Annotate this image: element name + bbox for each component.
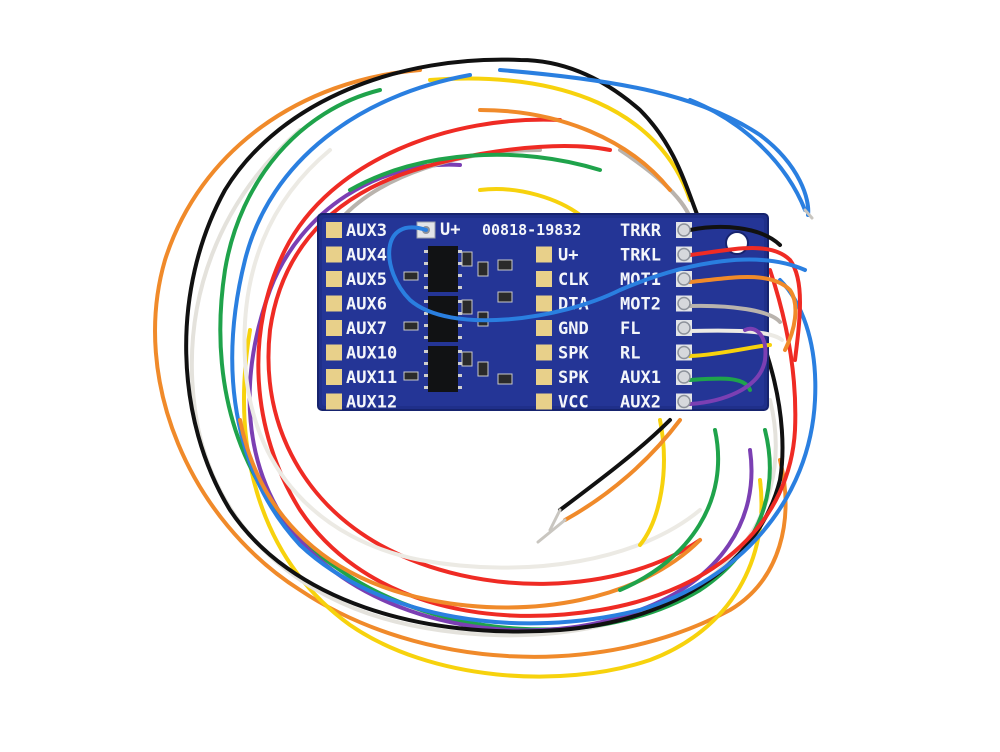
smd-resistor [477, 261, 489, 277]
wire-purple-aux2 [688, 326, 768, 406]
wire-yellow [242, 76, 764, 679]
right-pad-label: FL [620, 319, 640, 339]
serial-number: 00818-19832 [482, 221, 581, 239]
middle-pad-label: U+ [558, 246, 578, 266]
left-pad [326, 271, 342, 287]
right-pad-label: AUX1 [620, 368, 661, 388]
wire-red-inner [266, 144, 702, 586]
smd-resistor [477, 361, 489, 377]
wire-tip-orange [536, 518, 567, 544]
right-pad-label: AUX2 [620, 393, 661, 413]
wire-black-trkr [688, 225, 782, 247]
left-pad-label: AUX7 [346, 319, 387, 339]
smd-resistor [461, 251, 473, 267]
smd-resistor [403, 271, 419, 281]
smd-resistor [497, 373, 513, 385]
smd-resistor [403, 371, 419, 381]
middle-pad-label: GND [558, 319, 589, 339]
solder-joint [677, 296, 691, 311]
middle-pad [536, 271, 552, 287]
left-pad [326, 295, 342, 312]
solder-joint [677, 321, 691, 335]
wire-black-end [558, 418, 672, 512]
wire-orange [153, 68, 788, 659]
wire-blue-end [688, 98, 807, 212]
left-pad-label: AUX5 [346, 270, 387, 290]
middle-pad [536, 246, 552, 263]
smd-resistor [461, 351, 473, 367]
right-pad-label: TRKL [620, 246, 661, 266]
wire-white-inner [242, 148, 702, 570]
solder-joint [677, 370, 691, 384]
ic-chip-3 [428, 346, 458, 392]
wire-tips [536, 208, 814, 544]
solder-joint [677, 223, 691, 237]
solder-joint [677, 394, 691, 409]
right-pad-label: RL [620, 344, 640, 364]
left-pad-label: AUX11 [346, 368, 397, 388]
right-pad-label: TRKR [620, 221, 662, 241]
middle-pad [536, 320, 552, 336]
solder-joint [677, 247, 691, 262]
wire-green-inner [348, 152, 721, 592]
middle-pad-label: SPK [558, 368, 589, 388]
solder-joint [677, 345, 691, 360]
wire-tip-black [548, 508, 562, 532]
wire-blue [230, 68, 818, 626]
middle-pad-label: CLK [558, 270, 589, 290]
wire-tip-blue [803, 208, 814, 220]
left-pad [326, 320, 342, 336]
left-pad [326, 344, 342, 361]
wire-yellow-inner [478, 187, 666, 547]
middle-pad-column [536, 246, 552, 410]
left-pad-label: AUX10 [346, 344, 397, 364]
left-pad-label: AUX3 [346, 221, 387, 241]
ic-chip-1 [428, 246, 458, 292]
middle-pad [536, 344, 552, 361]
smd-resistor [497, 259, 513, 271]
wire-bundle [153, 57, 818, 679]
wire-red-trkl [688, 246, 802, 362]
solder-joint [677, 272, 691, 286]
top-u-plus-label: U+ [440, 220, 460, 240]
wire-blue-uplus [387, 225, 807, 323]
smd-resistor [403, 321, 419, 331]
wire-black [184, 57, 785, 634]
attached-wires [387, 225, 807, 406]
left-pad-column [326, 222, 342, 410]
wire-gray-mot2 [688, 303, 782, 324]
middle-pad-label: VCC [558, 393, 589, 413]
right-pad-label: MOT2 [620, 295, 661, 315]
middle-pad [536, 295, 552, 312]
smd-resistor [461, 299, 473, 315]
components [403, 246, 513, 392]
middle-pad [536, 369, 552, 385]
wire-orange-mot1 [688, 275, 798, 352]
left-pad [326, 393, 342, 410]
left-pad [326, 222, 342, 238]
left-pad-label: AUX6 [346, 295, 387, 315]
wire-orange-end [563, 418, 682, 522]
solder-joints [677, 223, 691, 409]
middle-pad [536, 393, 552, 410]
left-pad [326, 246, 342, 263]
left-pad-label: AUX4 [346, 246, 387, 266]
wire-red [256, 117, 798, 618]
left-pad-label: AUX12 [346, 393, 397, 413]
left-pad [326, 369, 342, 385]
middle-pad-label: SPK [558, 344, 589, 364]
smd-resistor [497, 291, 513, 303]
